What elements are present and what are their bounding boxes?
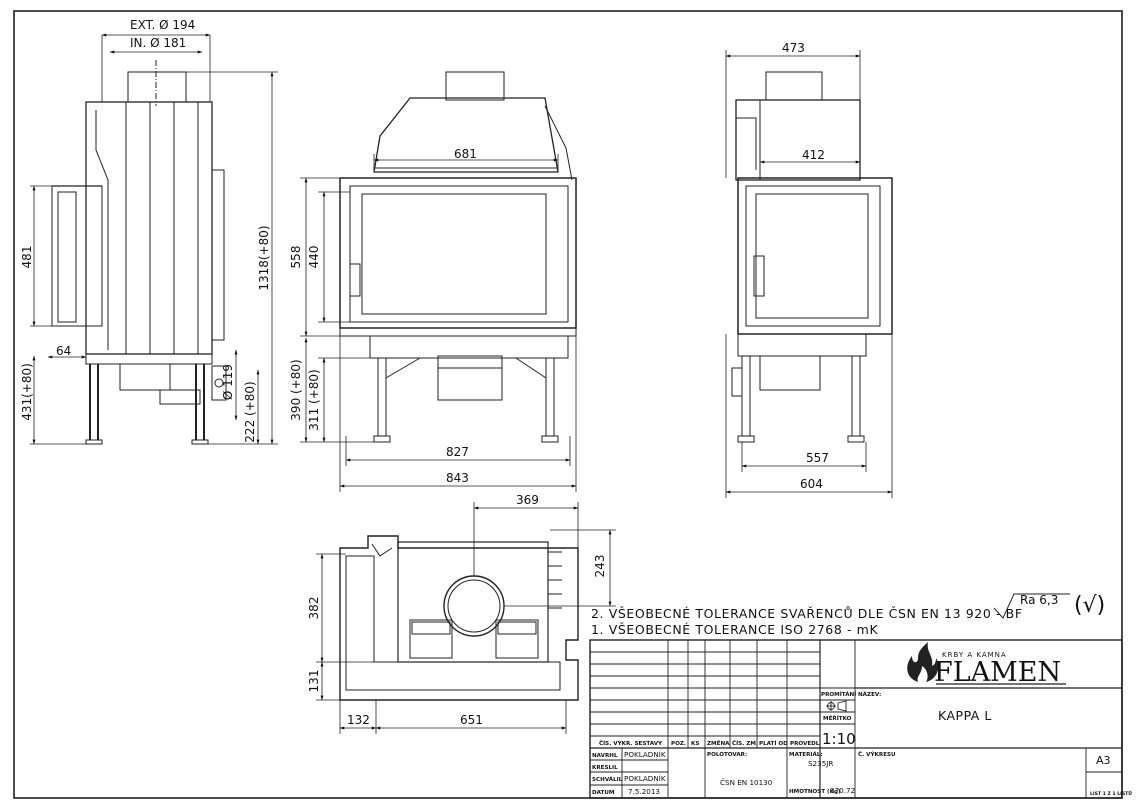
right-view-dimensions <box>725 50 893 498</box>
logo-wordmark: FLAMEN <box>934 657 1061 688</box>
dim-604: 604 <box>800 477 823 491</box>
approved-value: POKLADNÍK <box>624 774 666 783</box>
semi-product-label: POLOTOVAR: <box>707 752 747 758</box>
drawn-label: KRESLIL <box>592 765 618 771</box>
dim-412: 412 <box>802 148 825 162</box>
logo-tagline: KRBY A KAMNA <box>942 651 1007 659</box>
drawing-number-label: Č. VÝKRESU <box>858 751 896 758</box>
roughness-value: Ra 6,3 <box>1020 593 1058 607</box>
flame-icon <box>907 642 939 682</box>
name-label: NÁZEV: <box>858 691 881 698</box>
approved-label: SCHVÁLIL <box>592 776 623 783</box>
dim-473: 473 <box>782 41 805 55</box>
dim-431: 431(+80) <box>20 363 34 421</box>
projection-label: PROMÍTÁNÍ <box>821 690 856 698</box>
dim-243: 243 <box>593 555 607 578</box>
drawing-name: KAPPA L <box>938 708 992 723</box>
dim-557: 557 <box>806 451 829 465</box>
dim-843: 843 <box>446 471 469 485</box>
dim-440: 440 <box>307 246 321 269</box>
dim-131: 131 <box>307 670 321 693</box>
dim-369: 369 <box>516 493 539 507</box>
material-value: S235JR <box>808 759 833 768</box>
col-header-valid-from: PLATÍ OD <box>759 739 788 747</box>
col-header-change: ZMĚNA <box>707 739 730 747</box>
designed-value: POKLADNÍK <box>624 750 666 759</box>
dim-diameter-119: Ø 119 <box>221 364 235 400</box>
dim-390: 390 (+80) <box>289 359 303 420</box>
top-view-dimensions <box>316 502 616 734</box>
col-header-ks: KS <box>691 741 699 747</box>
roughness-symbol <box>993 593 1070 619</box>
scale-label: MĚŘÍTKO <box>823 714 852 722</box>
side-view-dimensions <box>30 33 278 445</box>
date-value: 7.5.2013 <box>628 787 660 796</box>
dim-827: 827 <box>446 445 469 459</box>
top-view <box>339 535 579 701</box>
dim-651: 651 <box>460 713 483 727</box>
sheet-count: LIST 1 Z 1 LISTŮ <box>1090 790 1132 797</box>
col-header-change-no: ČÍS. ZM. <box>732 739 758 747</box>
side-view <box>51 60 227 445</box>
material-label: MATERIÁL: <box>789 751 823 758</box>
dim-558: 558 <box>289 246 303 269</box>
dim-in-diameter: IN. Ø 181 <box>130 36 186 50</box>
flamen-logo <box>907 642 1066 685</box>
right-view <box>731 71 893 443</box>
semi-product-value: ČSN EN 10130 <box>720 778 773 787</box>
col-header-done-by: PROVEDL <box>790 741 820 747</box>
front-view-dimensions <box>300 154 577 492</box>
dim-1318: 1318(+80) <box>257 225 271 290</box>
scale-value: 1:10 <box>822 730 856 748</box>
dim-222: 222 (+80) <box>243 381 257 442</box>
dim-64: 64 <box>56 344 71 358</box>
dim-311: 311 (+80) <box>307 369 321 430</box>
front-view <box>339 71 577 443</box>
dim-ext-diameter: EXT. Ø 194 <box>130 18 195 32</box>
note-line-1: 1. VŠEOBECNÉ TOLERANCE ISO 2768 - mK <box>591 622 878 637</box>
note-line-2: 2. VŠEOBECNÉ TOLERANCE SVAŘENCŮ DLE ČSN … <box>591 606 1023 621</box>
sheet-frame <box>13 10 1123 799</box>
col-header-assembly: ČÍS. VÝKR. SESTAVY <box>599 739 663 747</box>
designed-label: NAVRHL <box>592 753 618 759</box>
dim-132: 132 <box>347 713 370 727</box>
dim-481: 481 <box>20 246 34 269</box>
dim-681: 681 <box>454 147 477 161</box>
paper-format: A3 <box>1096 754 1111 767</box>
title-block <box>589 639 1123 799</box>
col-header-pos: POZ. <box>671 741 686 747</box>
dim-382: 382 <box>307 597 321 620</box>
roughness-paren: (√) <box>1074 593 1105 618</box>
weight-value: 370.72 <box>830 786 855 795</box>
weight-label: HMOTNOST (Kg) <box>789 789 841 795</box>
date-label: DATUM <box>592 790 615 796</box>
